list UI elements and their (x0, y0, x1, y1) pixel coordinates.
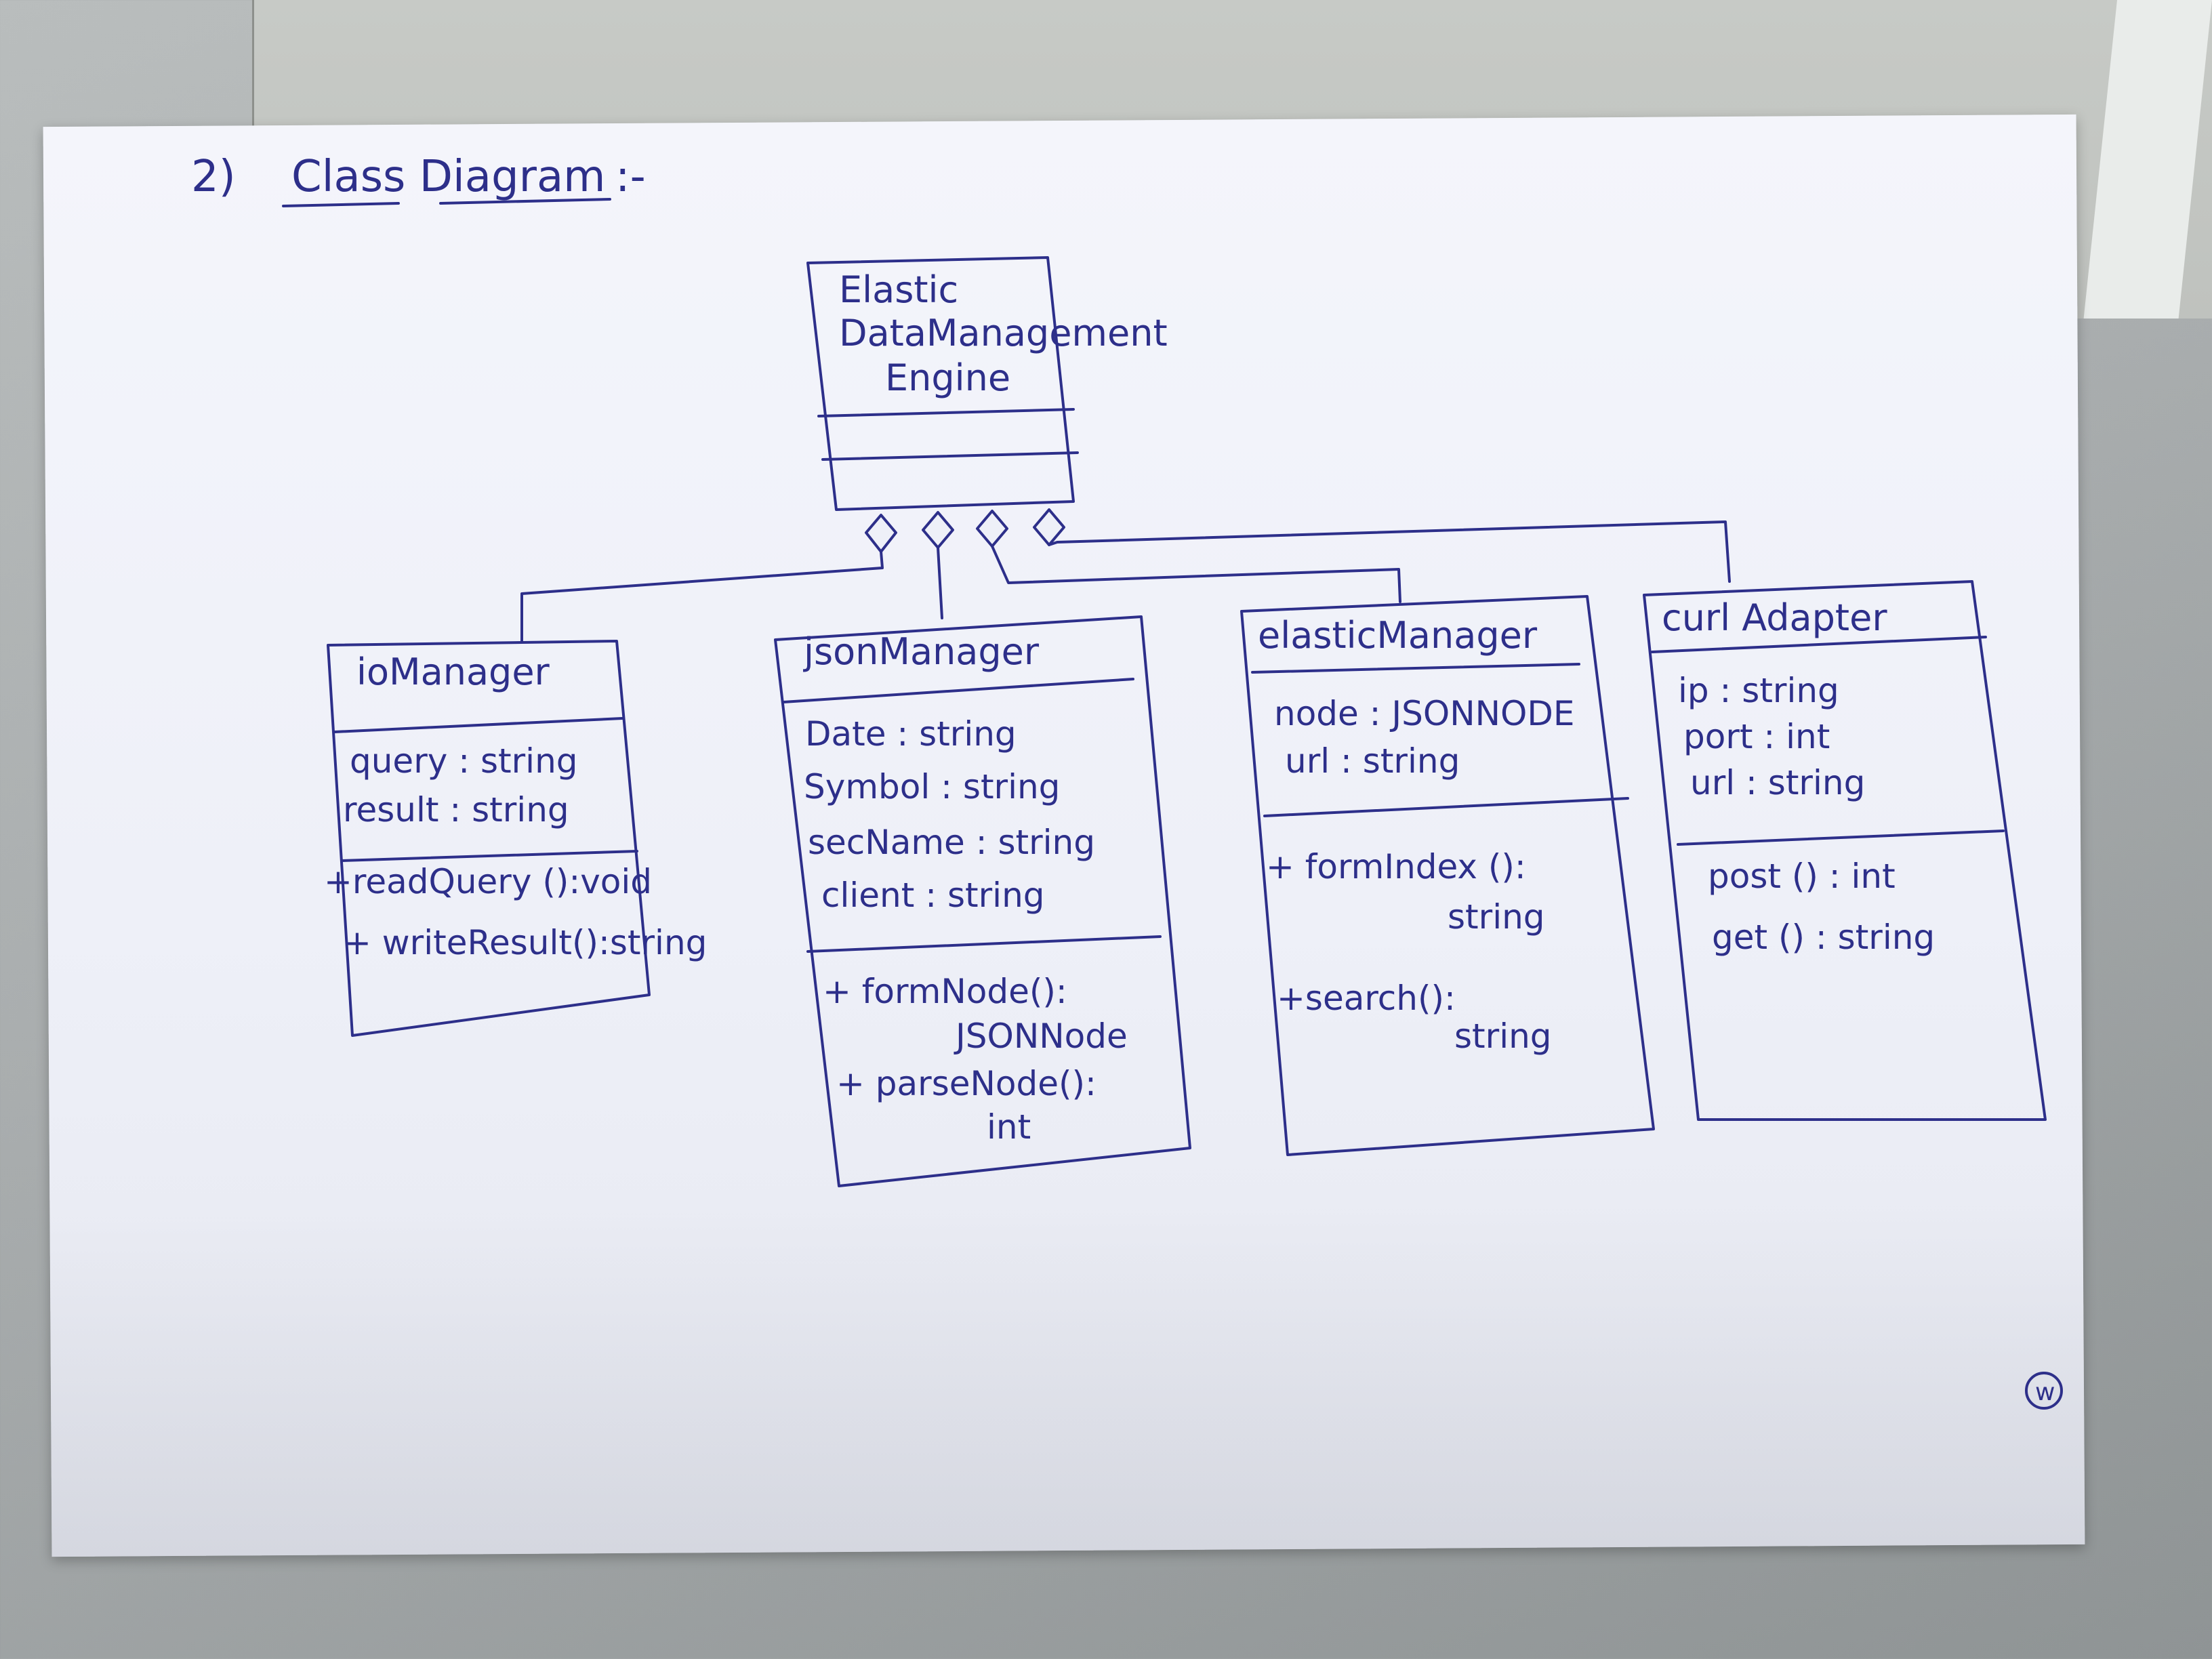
class-io-manager: ioManager query : string result : string… (324, 640, 707, 1037)
json-manager-method-form-node-return: JSONNode (954, 1017, 1128, 1056)
elastic-manager-divider-attributes (1263, 797, 1629, 817)
class-elastic-data-management-engine: Elastic DataManagement Engine (806, 256, 1168, 511)
elastic-manager-box (1240, 595, 1655, 1156)
json-manager-name: jsonManager (803, 630, 1040, 673)
connector-io-manager (520, 550, 884, 642)
aggregation-diamonds (865, 508, 1065, 553)
json-manager-box (774, 615, 1191, 1187)
connector-elastic-manager (991, 545, 1401, 603)
json-manager-attribute-date: Date : string (805, 714, 1017, 754)
json-manager-attribute-sec-name: secName : string (808, 823, 1095, 862)
heading-underline-2 (439, 198, 611, 205)
json-manager-method-parse-node: + parseNode(): (836, 1064, 1097, 1103)
parent-name-line-3: Engine (885, 356, 1010, 399)
elastic-manager-attribute-url: url : string (1285, 741, 1460, 781)
aggregation-diamond-4 (1033, 508, 1065, 546)
curl-adapter-attribute-url: url : string (1690, 763, 1865, 802)
heading-number: 2) (191, 152, 236, 202)
io-manager-name: ioManager (356, 651, 550, 693)
parent-class-box (806, 256, 1075, 511)
connector-curl-adapter (1048, 520, 1731, 583)
curl-adapter-divider-name (1651, 636, 1987, 653)
curl-adapter-method-get: get () : string (1712, 918, 1935, 957)
aggregation-connectors (520, 520, 1731, 642)
page-mark-circle (2025, 1372, 2063, 1410)
json-manager-attribute-client: client : string (821, 876, 1045, 915)
curl-adapter-divider-attributes (1677, 830, 2005, 846)
page-mark-letter: w (2035, 1378, 2055, 1406)
elastic-manager-attribute-node: node : JSONNODE (1274, 694, 1575, 733)
parent-name-line-1: Elastic (839, 268, 958, 311)
parent-divider-name (817, 408, 1075, 417)
class-json-manager: jsonManager Date : string Symbol : strin… (774, 615, 1191, 1187)
json-manager-divider-name (782, 678, 1134, 703)
io-manager-divider-name (333, 717, 623, 733)
class-curl-adapter: curl Adapter ip : string port : int url … (1643, 580, 2047, 1121)
io-manager-attribute-query: query : string (350, 741, 578, 781)
elastic-manager-method-form-index-return: string (1448, 897, 1545, 937)
curl-adapter-name: curl Adapter (1662, 596, 1887, 639)
page-mark: w (2025, 1372, 2063, 1410)
json-manager-divider-attributes (806, 935, 1162, 953)
elastic-manager-method-form-index: + formIndex (): (1266, 847, 1526, 886)
io-manager-divider-attributes (340, 850, 638, 862)
elastic-manager-method-search: +search(): (1277, 979, 1456, 1018)
curl-adapter-attribute-port: port : int (1683, 717, 1830, 756)
io-manager-attribute-result: result : string (343, 790, 569, 830)
aggregation-diamond-2 (922, 511, 954, 549)
aggregation-diamond-1 (865, 514, 897, 553)
io-manager-box (327, 640, 651, 1037)
io-manager-method-read-query: +readQuery ():void (324, 862, 652, 901)
curl-adapter-box (1643, 580, 2047, 1121)
elastic-manager-divider-name (1251, 663, 1580, 674)
aggregation-diamond-3 (976, 510, 1008, 548)
parent-divider-attributes (821, 451, 1079, 461)
heading-suffix: :- (615, 152, 646, 202)
curl-adapter-method-post: post () : int (1708, 857, 1896, 896)
heading-underline-1 (282, 202, 400, 207)
heading-title: Class Diagram (291, 152, 606, 202)
curl-adapter-attribute-ip: ip : string (1678, 671, 1839, 710)
connector-json-manager (937, 546, 943, 619)
json-manager-method-parse-node-return: int (987, 1107, 1031, 1147)
io-manager-method-write-result: + writeResult():string (343, 923, 707, 962)
elastic-manager-name: elasticManager (1258, 614, 1538, 657)
json-manager-method-form-node: + formNode(): (823, 972, 1067, 1011)
json-manager-attribute-symbol: Symbol : string (804, 767, 1060, 806)
diagram-heading: 2) Class Diagram :- (191, 152, 646, 207)
parent-name-line-2: DataManagement (839, 312, 1168, 354)
class-elastic-manager: elasticManager node : JSONNODE url : str… (1240, 595, 1655, 1156)
elastic-manager-method-search-return: string (1454, 1017, 1552, 1056)
